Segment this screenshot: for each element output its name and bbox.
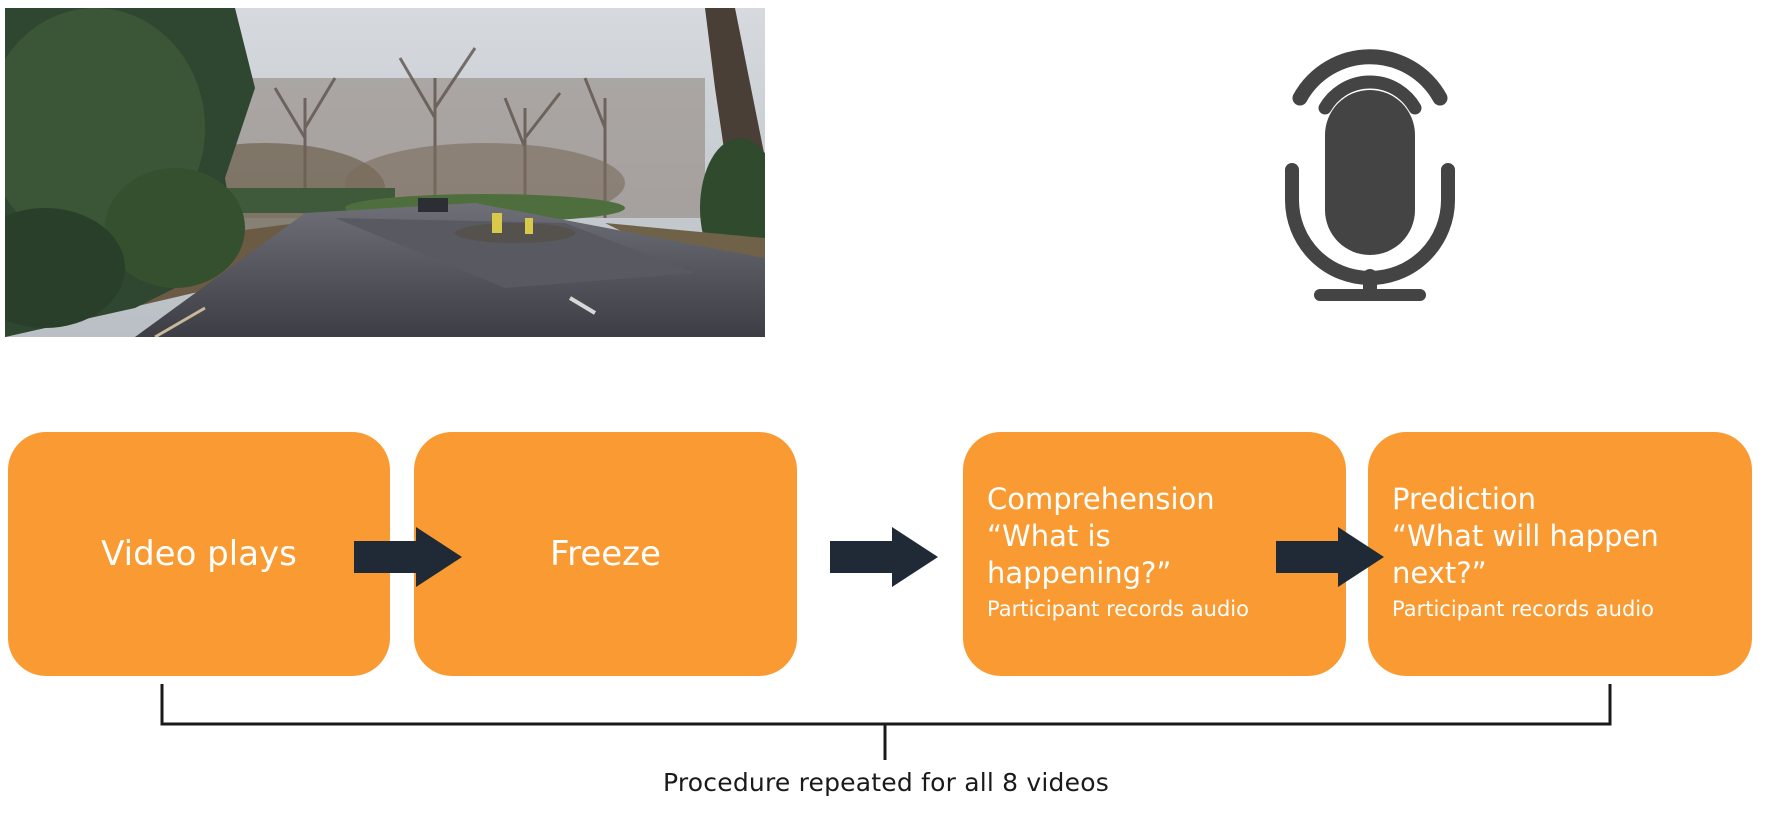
microphone-icon [1280,20,1460,305]
procedure-caption: Procedure repeated for all 8 videos [663,768,1109,797]
step-prediction-title: Prediction [1392,482,1537,516]
road-scene-photo [5,8,765,337]
step-video-plays: Video plays [8,432,390,676]
step-freeze-label: Freeze [550,534,661,574]
step-comprehension-title: Comprehension [987,482,1215,516]
step-freeze: Freeze [414,432,797,676]
step-prediction-note: Participant records audio [1392,597,1654,621]
road-scene-illustration [5,8,765,337]
microphone-glyph [1285,49,1455,301]
step-video-plays-label: Video plays [101,534,297,574]
step-prediction-question: “What will happen next?” [1392,519,1659,590]
step-comprehension-note: Participant records audio [987,597,1249,621]
arrow-video-to-freeze [354,527,462,587]
arrow-freeze-to-comprehension [830,527,938,587]
step-comprehension-question: “What is happening?” [987,519,1172,590]
step-prediction: Prediction “What will happen next?” Part… [1368,432,1752,676]
arrow-comprehension-to-prediction [1276,527,1384,587]
